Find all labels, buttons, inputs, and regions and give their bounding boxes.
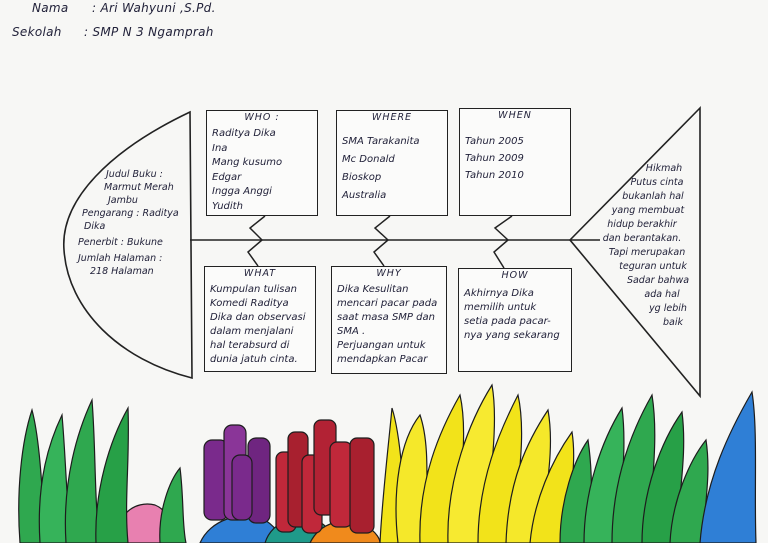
- bone-who: [248, 215, 266, 241]
- author-value: Dika: [84, 221, 106, 232]
- where-item: Bioskop: [342, 172, 382, 183]
- where-item: Australia: [342, 190, 387, 201]
- name-line: Nama : Ari Wahyuni ,S.Pd.: [12, 1, 216, 15]
- when-title: WHEN: [498, 110, 532, 121]
- bone-what: [246, 239, 263, 267]
- book-title-value-2: Jambu: [108, 195, 138, 206]
- why-item: saat masa SMP dan: [337, 312, 435, 323]
- book-title-label: Judul Buku :: [106, 169, 163, 180]
- bone-why: [372, 239, 389, 267]
- why-item: Perjuangan untuk: [337, 340, 426, 351]
- moral-line: ada hal: [644, 289, 680, 300]
- moral-line: baik: [663, 317, 683, 328]
- where-title: WHERE: [371, 112, 413, 123]
- fish-head-outline: [63, 110, 193, 380]
- moral-line: teguran untuk: [619, 261, 687, 272]
- nama-label: Nama: [32, 1, 69, 15]
- how-item: nya yang sekarang: [464, 330, 560, 341]
- why-item: SMA .: [337, 326, 366, 337]
- why-item: mendapkan Pacar: [337, 354, 428, 365]
- fish-tail-outline: [568, 106, 701, 399]
- moral-line: yg lebih: [649, 303, 687, 314]
- what-title: WHAT: [243, 268, 277, 279]
- where-box: WHERE SMA Tarakanita Mc Donald Bioskop A…: [336, 110, 448, 216]
- when-item: Tahun 2005: [465, 136, 524, 147]
- book-title-value: Marmut Merah: [104, 182, 174, 193]
- how-item: setia pada pacar-: [464, 316, 551, 327]
- who-item: Edgar: [212, 171, 242, 183]
- why-box: WHY Dika Kesulitan mencari pacar pada sa…: [331, 266, 447, 374]
- what-item: Kumpulan tulisan: [210, 284, 297, 295]
- moral-line: Sadar bahwa: [626, 275, 690, 286]
- how-item: memilih untuk: [464, 302, 537, 313]
- where-item: SMA Tarakanita: [342, 136, 420, 147]
- who-box: WHO : Raditya Dika Ina Mang kusumo Edgar…: [206, 110, 318, 216]
- moral-line: Tapi merupakan: [608, 247, 686, 258]
- school-line: Sekolah : SMP N 3 Ngamprah: [12, 25, 214, 39]
- how-box: HOW Akhirnya Dika memilih untuk setia pa…: [458, 268, 572, 372]
- how-item: Akhirnya Dika: [464, 288, 534, 299]
- pages-value: 218 Halaman: [90, 266, 154, 277]
- sekolah-value: : SMP N 3 Ngamprah: [84, 25, 214, 39]
- who-item: Ina: [212, 142, 228, 154]
- who-item: Yudith: [212, 200, 243, 212]
- when-box: WHEN Tahun 2005 Tahun 2009 Tahun 2010: [459, 108, 571, 216]
- what-box: WHAT Kumpulan tulisan Komedi Raditya Dik…: [204, 266, 316, 372]
- moral-line: yang membuat: [611, 205, 685, 216]
- why-title: WHY: [376, 268, 402, 279]
- when-item: Tahun 2010: [465, 170, 524, 181]
- moral-line: bukanlah hal: [622, 191, 684, 202]
- how-title: HOW: [501, 270, 529, 281]
- book-info: Judul Buku : Marmut Merah Jambu Pengaran…: [78, 168, 193, 278]
- bone-where: [373, 215, 391, 241]
- moral-line: dan berantakan.: [602, 233, 682, 244]
- why-item: Dika Kesulitan: [337, 284, 409, 295]
- coral-decoration: [18, 383, 757, 543]
- pages-label: Jumlah Halaman :: [78, 253, 163, 264]
- what-item: Dika dan observasi: [210, 312, 306, 323]
- moral-line: Putus cinta: [630, 177, 684, 188]
- nama-value: : Ari Wahyuni ,S.Pd.: [92, 1, 216, 15]
- moral-title: Hikmah: [645, 163, 683, 174]
- who-item: Raditya Dika: [212, 128, 276, 139]
- moral-line: hidup berakhir: [607, 219, 677, 230]
- what-item: dalam menjalani: [210, 326, 294, 337]
- why-item: mencari pacar pada: [337, 298, 438, 309]
- who-item: Mang kusumo: [212, 157, 283, 168]
- who-title: WHO :: [244, 112, 280, 123]
- moral-text: Hikmah Putus cinta bukanlah hal yang mem…: [586, 162, 698, 330]
- when-item: Tahun 2009: [465, 153, 524, 164]
- what-item: Komedi Raditya: [210, 298, 289, 309]
- what-item: hal terabsurd di: [210, 340, 290, 351]
- where-item: Mc Donald: [342, 154, 395, 165]
- bone-how: [493, 239, 509, 269]
- sekolah-label: Sekolah: [12, 25, 62, 39]
- bone-when: [493, 215, 513, 241]
- what-item: dunia jatuh cinta.: [210, 354, 298, 365]
- publisher: Penerbit : Bukune: [78, 237, 163, 248]
- who-item: Ingga Anggi: [212, 186, 272, 197]
- author-label: Pengarang : Raditya: [82, 208, 179, 219]
